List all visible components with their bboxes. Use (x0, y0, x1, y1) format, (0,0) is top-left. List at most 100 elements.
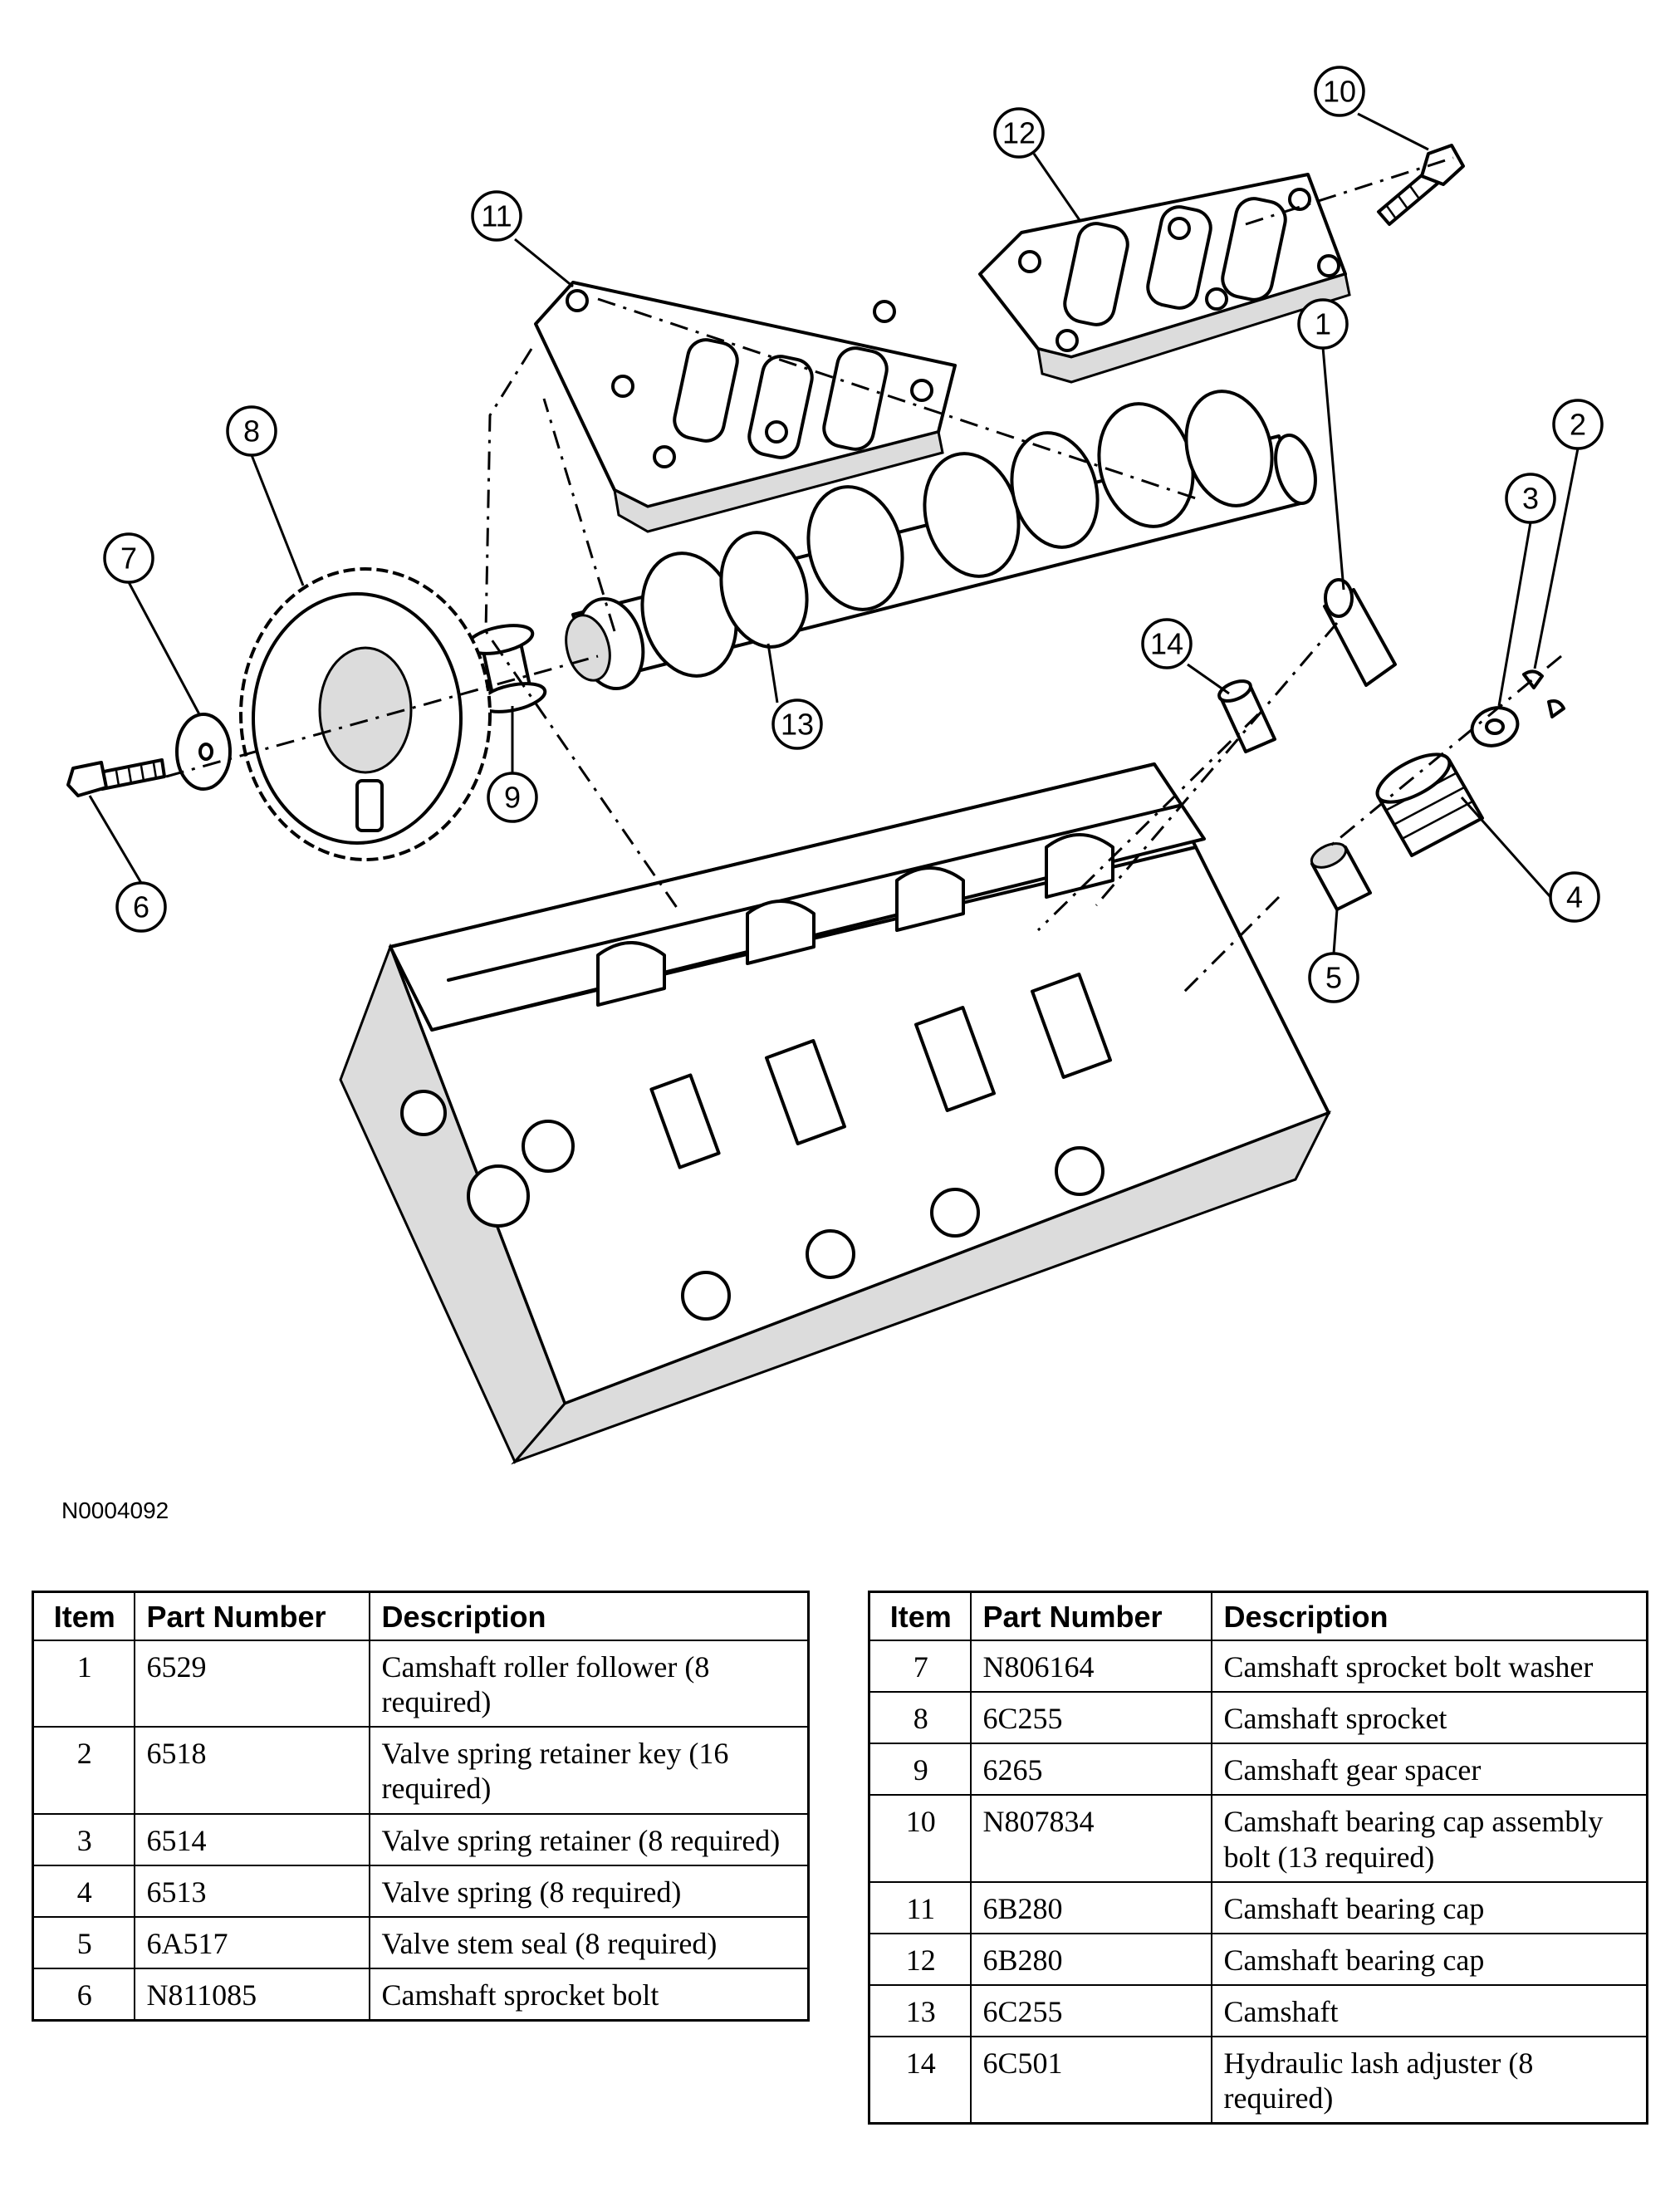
item-cell: 11 (868, 1880, 972, 1934)
svg-text:7: 7 (120, 542, 137, 576)
figure-id: N0004092 (61, 1498, 169, 1523)
svg-text:3: 3 (1522, 482, 1539, 516)
svg-text:1: 1 (1315, 307, 1331, 341)
part-number-cell: 6A517 (133, 1915, 370, 1969)
svg-text:2: 2 (1570, 408, 1586, 442)
valve-stem-seal (1310, 842, 1372, 911)
table-row: 9 6265 Camshaft gear spacer (868, 1743, 1648, 1797)
table-row: 5 6A517 Valve stem seal (8 required) (32, 1915, 810, 1969)
part-number-cell: N806164 (969, 1640, 1212, 1694)
description-cell: Hydraulic lash adjuster (8 required) (1210, 2035, 1648, 2125)
parts-table-right: Item Part Number Description 7 N806164 C… (868, 1591, 1648, 2125)
part-number-cell: 6C255 (969, 1983, 1212, 2037)
part-number-cell: 6265 (969, 1743, 1212, 1797)
table-row: 7 N806164 Camshaft sprocket bolt washer (868, 1640, 1648, 1694)
hydraulic-lash-adjuster (1217, 679, 1276, 753)
svg-text:4: 4 (1566, 880, 1583, 914)
part-number-cell: 6B280 (969, 1880, 1212, 1934)
sprocket-bolt-washer (175, 713, 232, 791)
sprocket-bolt (66, 758, 166, 797)
callout-12: 12 (993, 107, 1081, 221)
part-number-cell: 6C501 (969, 2035, 1212, 2125)
header-description: Description (368, 1591, 810, 1642)
part-number-cell: N811085 (133, 1967, 370, 2022)
description-cell: Camshaft bearing cap (1210, 1932, 1648, 1986)
callout-2: 2 (1533, 399, 1604, 669)
callout-10: 10 (1314, 66, 1429, 151)
installed-valve-springs (649, 973, 1113, 1169)
description-cell: Camshaft sprocket (1210, 1691, 1648, 1745)
bearing-cap-12 (978, 173, 1351, 384)
part-number-cell: 6C255 (969, 1691, 1212, 1745)
callout-9: 9 (487, 706, 538, 823)
table-row: 6 N811085 Camshaft sprocket bolt (32, 1967, 810, 2022)
description-cell: Valve spring (8 required) (368, 1864, 810, 1918)
header-description: Description (1210, 1591, 1648, 1642)
header-item: Item (868, 1591, 972, 1642)
callout-13: 13 (767, 643, 823, 750)
valve-spring-retainer-keys (1522, 669, 1565, 718)
assembly-center-lines (165, 156, 1562, 998)
svg-text:8: 8 (243, 414, 260, 449)
description-cell: Camshaft bearing cap (1210, 1880, 1648, 1934)
description-cell: Camshaft sprocket bolt washer (1210, 1640, 1648, 1694)
part-number-cell: 6513 (133, 1864, 370, 1918)
table-row: 8 6C255 Camshaft sprocket (868, 1691, 1648, 1745)
part-number-cell: 6518 (133, 1726, 370, 1815)
svg-text:10: 10 (1323, 75, 1356, 109)
header-part-number: Part Number (133, 1591, 370, 1642)
part-number-cell: 6514 (133, 1812, 370, 1866)
item-cell: 2 (32, 1726, 135, 1815)
item-cell: 14 (868, 2035, 972, 2125)
bearing-cap-bolt (1377, 144, 1465, 226)
description-cell: Camshaft roller follower (8 required) (368, 1640, 810, 1728)
item-cell: 12 (868, 1932, 972, 1986)
item-cell: 3 (32, 1812, 135, 1866)
table-row: 1 6529 Camshaft roller follower (8 requi… (32, 1640, 810, 1728)
camshaft-sprocket (239, 567, 492, 861)
description-cell: Valve spring retainer (8 required) (368, 1812, 810, 1866)
callout-6: 6 (88, 795, 167, 933)
callout-8: 8 (226, 405, 305, 586)
bearing-cap-11 (534, 281, 957, 533)
parts-table-left: Item Part Number Description 1 6529 Cams… (32, 1591, 810, 2022)
svg-text:11: 11 (481, 199, 512, 233)
callout-14: 14 (1141, 618, 1230, 695)
camshaft-gear-spacer (465, 624, 547, 713)
cylinder-head (339, 762, 1332, 1465)
table-header-row: Item Part Number Description (868, 1591, 1648, 1642)
table-row: 11 6B280 Camshaft bearing cap (868, 1880, 1648, 1934)
item-cell: 1 (32, 1640, 135, 1728)
camshaft-roller-follower (1323, 578, 1397, 687)
callout-3: 3 (1497, 473, 1556, 707)
description-cell: Camshaft (1210, 1983, 1648, 2037)
table-row: 10 N807834 Camshaft bearing cap assembly… (868, 1794, 1648, 1883)
table-header-row: Item Part Number Description (32, 1591, 810, 1642)
svg-text:5: 5 (1325, 961, 1342, 995)
header-part-number: Part Number (969, 1591, 1212, 1642)
item-cell: 4 (32, 1864, 135, 1918)
table-row: 14 6C501 Hydraulic lash adjuster (8 requ… (868, 2035, 1648, 2125)
description-cell: Camshaft gear spacer (1210, 1743, 1648, 1797)
callout-4: 4 (1460, 797, 1600, 923)
header-item: Item (32, 1591, 135, 1642)
camshaft (565, 390, 1317, 691)
svg-text:14: 14 (1150, 627, 1183, 661)
exploded-view-diagram: 1 2 3 4 5 6 7 8 9 10 11 12 (66, 66, 1604, 1465)
svg-text:13: 13 (781, 708, 814, 742)
svg-text:12: 12 (1002, 116, 1036, 150)
table-row: 3 6514 Valve spring retainer (8 required… (32, 1812, 810, 1866)
part-number-cell: 6529 (133, 1640, 370, 1728)
table-row: 4 6513 Valve spring (8 required) (32, 1864, 810, 1918)
valve-spring-retainer (1470, 706, 1520, 748)
item-cell: 13 (868, 1983, 972, 2037)
table-row: 13 6C255 Camshaft (868, 1983, 1648, 2037)
description-cell: Camshaft bearing cap assembly bolt (13 r… (1210, 1794, 1648, 1883)
part-number-cell: 6B280 (969, 1932, 1212, 1986)
item-cell: 8 (868, 1691, 972, 1745)
description-cell: Valve stem seal (8 required) (368, 1915, 810, 1969)
item-cell: 10 (868, 1794, 972, 1883)
svg-text:9: 9 (504, 781, 521, 815)
item-cell: 7 (868, 1640, 972, 1694)
description-cell: Valve spring retainer key (16 required) (368, 1726, 810, 1815)
